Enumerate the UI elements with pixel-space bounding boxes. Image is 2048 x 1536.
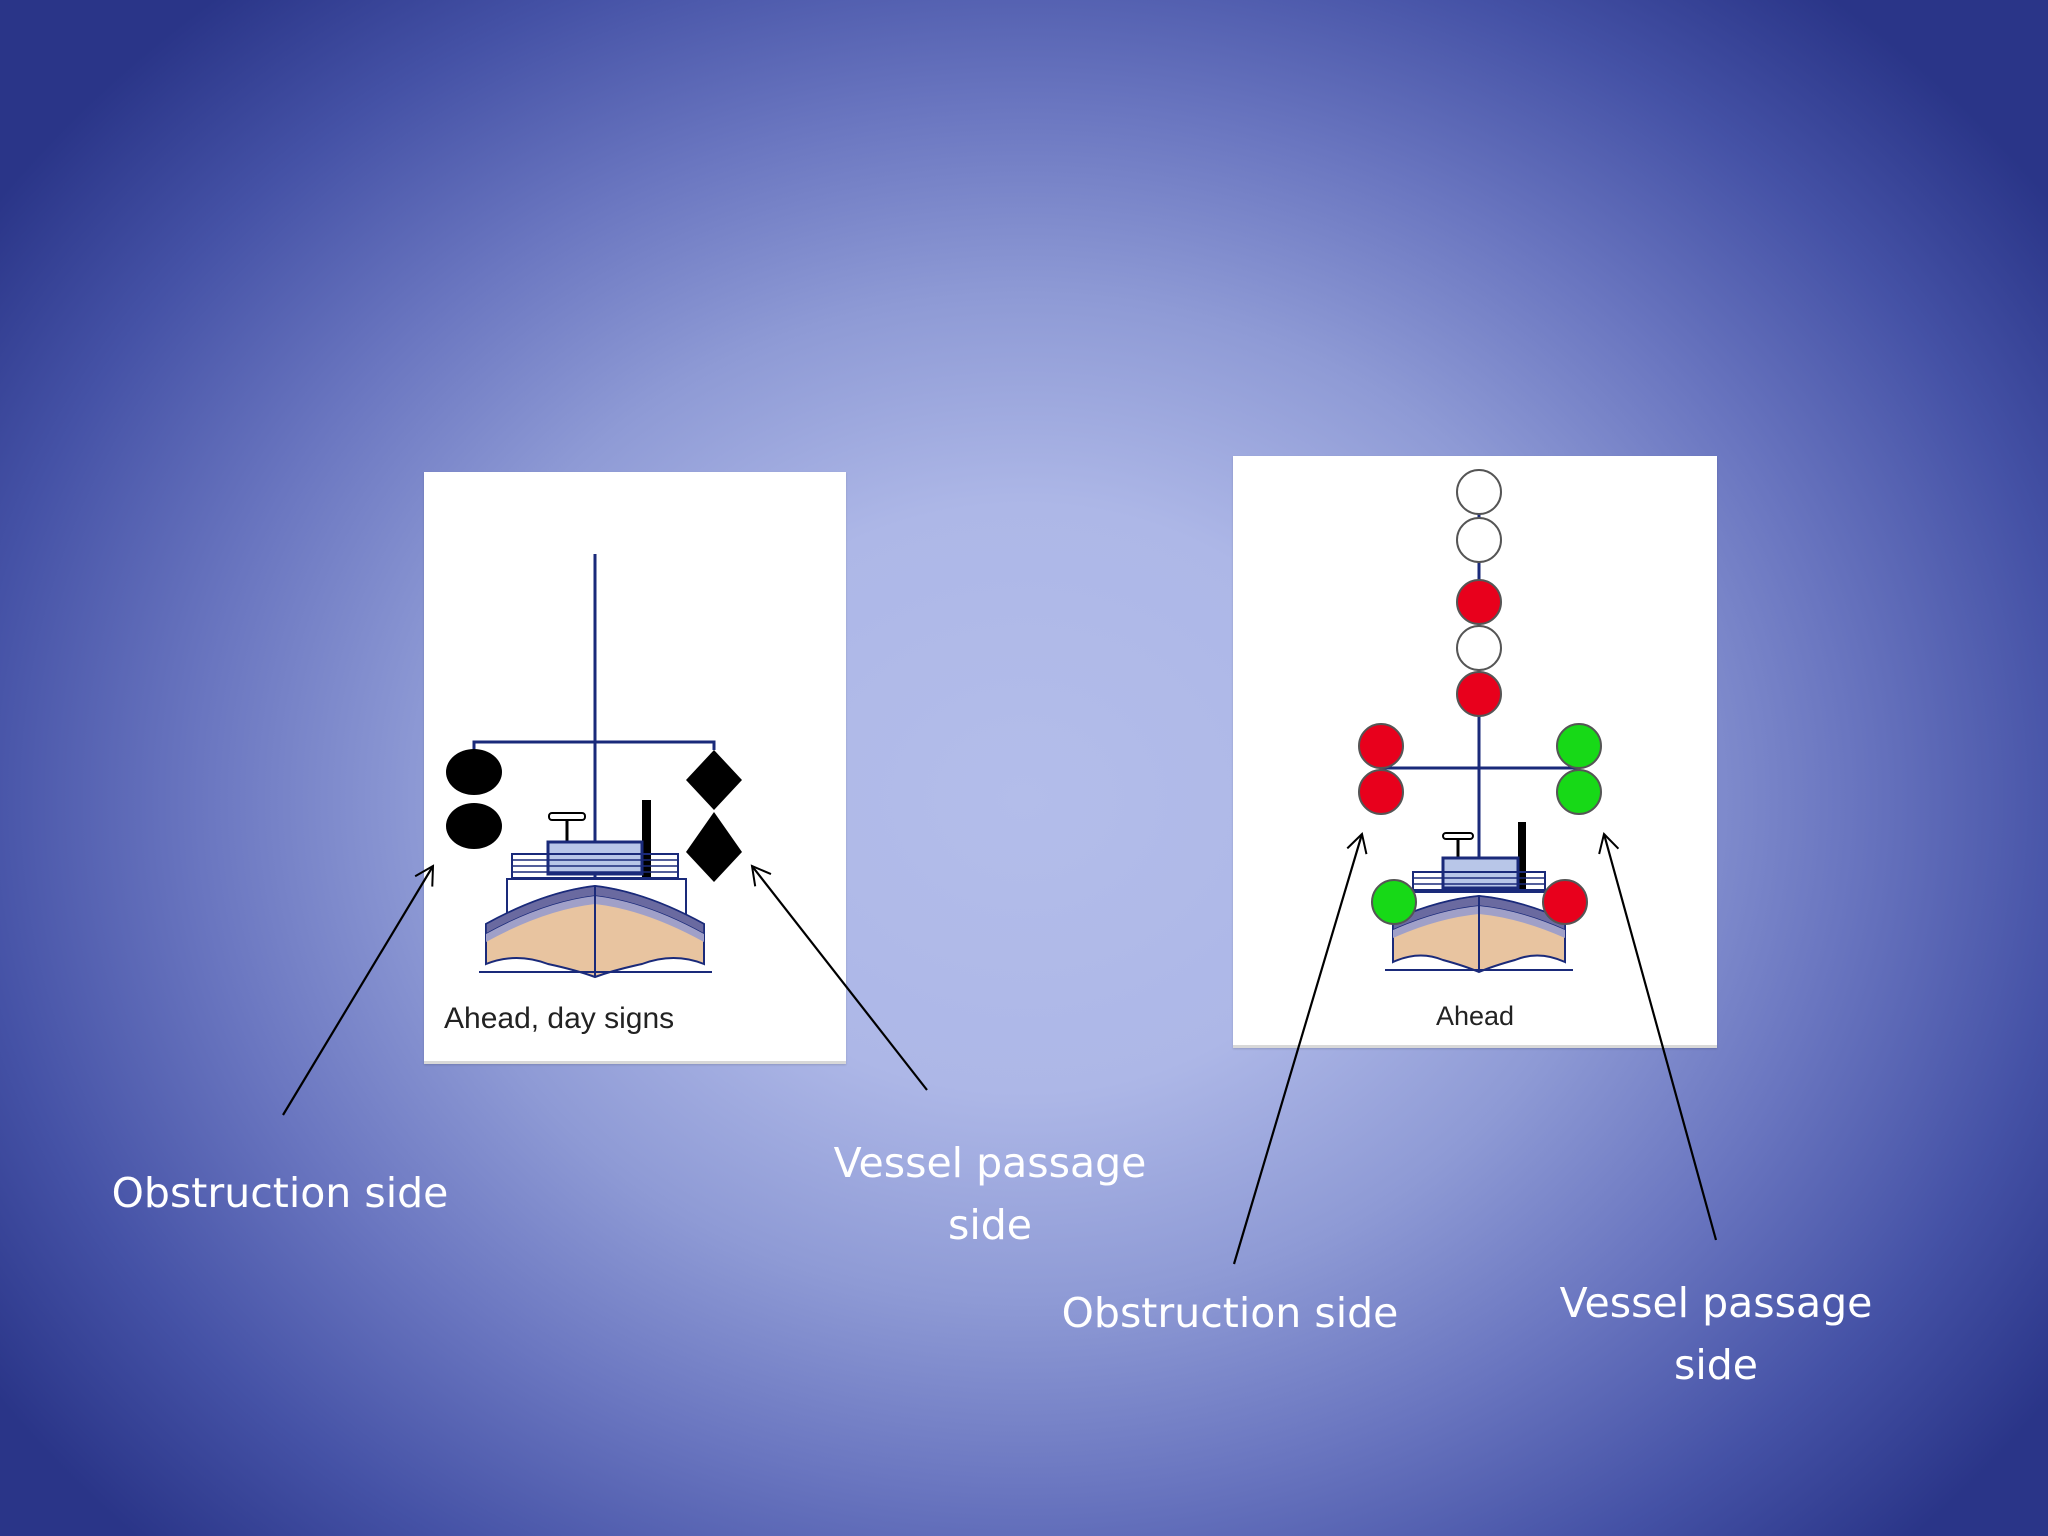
passage-arrow-left	[750, 864, 928, 1091]
vessel-passage-side-label: Vessel passage side	[830, 1132, 1150, 1256]
red-light	[1456, 579, 1502, 625]
white-light	[1456, 469, 1502, 515]
label-text-line2: side	[1673, 1341, 1758, 1389]
panel-base-line	[1233, 1045, 1717, 1048]
red-light	[1456, 671, 1502, 717]
label-text: Obstruction side	[111, 1169, 449, 1217]
signal-yard	[472, 740, 716, 750]
panel-base-line	[424, 1061, 846, 1064]
passage-arrow-right	[1598, 832, 1718, 1241]
green-light	[1371, 879, 1417, 925]
ball-sign-upper	[446, 749, 502, 795]
vessel-passage-side-label: Vessel passage side	[1556, 1272, 1876, 1396]
obstruction-side-label: Obstruction side	[100, 1162, 460, 1224]
white-light	[1456, 625, 1502, 671]
vessel-front-view	[479, 800, 712, 979]
panel-caption: Ahead	[1435, 1001, 1515, 1031]
red-light	[1358, 769, 1404, 815]
obstruction-arrow-left	[282, 864, 435, 1116]
label-text-line1: Vessel passage	[833, 1139, 1147, 1187]
day-signs-diagram	[446, 554, 742, 979]
panel-caption: Ahead, day signs	[444, 1002, 675, 1035]
white-light	[1456, 517, 1502, 563]
day-signs-panel: Ahead, day signs	[424, 472, 846, 1064]
green-light	[1556, 769, 1602, 815]
obstruction-arrow-right	[1232, 832, 1368, 1265]
obstruction-side-label: Obstruction side	[1050, 1282, 1410, 1344]
diamond-sign-lower	[686, 812, 742, 882]
label-text-line1: Vessel passage	[1559, 1279, 1873, 1327]
diamond-sign-upper	[686, 750, 742, 810]
green-light	[1556, 723, 1602, 769]
ball-sign-lower	[446, 803, 502, 849]
label-text: Obstruction side	[1061, 1289, 1399, 1337]
red-light	[1358, 723, 1404, 769]
vessel-front-view	[1385, 822, 1573, 974]
red-light	[1542, 879, 1588, 925]
label-text-line2: side	[947, 1201, 1032, 1249]
night-lights-diagram	[1358, 469, 1602, 974]
